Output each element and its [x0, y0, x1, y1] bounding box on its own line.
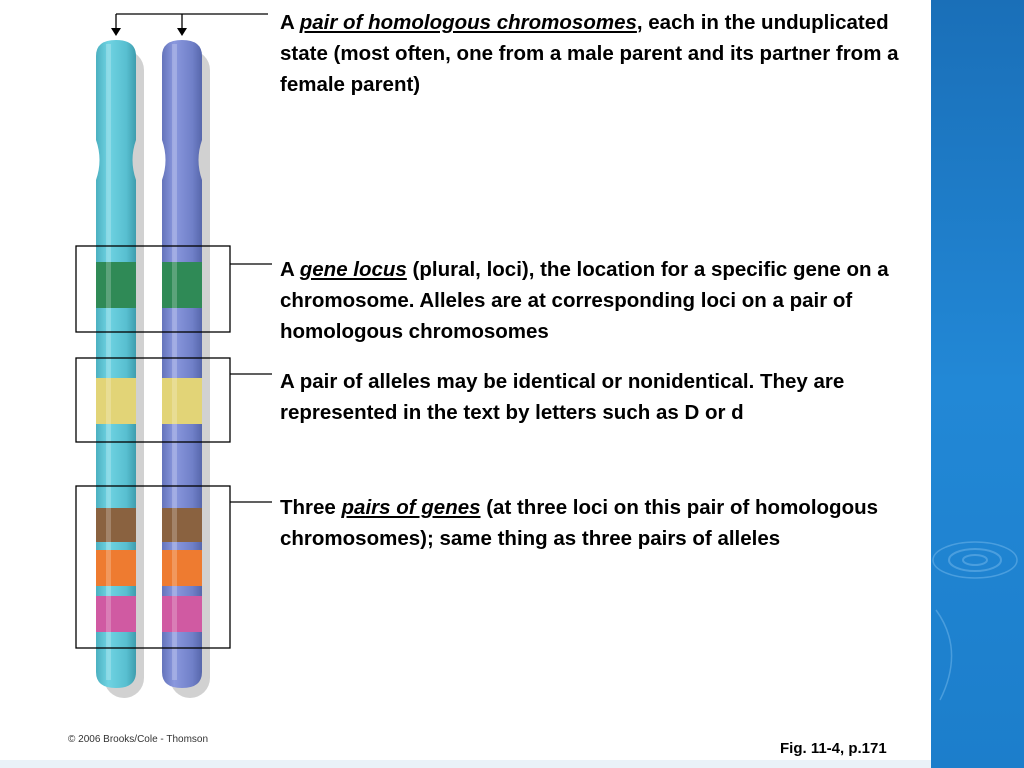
term-gene-locus: gene locus — [299, 258, 407, 281]
pair-arrowheads — [111, 28, 187, 36]
locus-bracket — [75, 245, 272, 333]
band-brown-left — [96, 508, 136, 542]
chromosome-left — [96, 40, 136, 688]
chromosome-right — [162, 40, 202, 688]
caption-alleles-text: A pair of alleles may be identical or no… — [280, 370, 845, 424]
caption-gene-pairs: Three pairs of genes (at three loci on t… — [280, 492, 930, 554]
genes-bracket — [75, 485, 272, 649]
band-pink-left — [96, 596, 136, 632]
side-panel — [931, 0, 1024, 768]
caption-homologous-pair-rest: , each in the unduplicated state (most o… — [280, 11, 899, 96]
term-gene-pairs: pairs of genes — [341, 496, 481, 519]
term-homologous-pair: pair of homologous chromosomes — [299, 11, 637, 34]
band-yellow-right — [162, 378, 202, 424]
pair-pointer — [115, 13, 268, 30]
bottom-strip — [0, 760, 931, 768]
caption-alleles: A pair of alleles may be identical or no… — [280, 366, 930, 428]
caption-homologous-pair-prefix: A — [280, 11, 300, 34]
caption-gene-locus-rest: (plural, loci), the location for a speci… — [280, 258, 889, 343]
caption-gene-locus-prefix: A — [280, 258, 300, 281]
caption-gene-locus: A gene locus (plural, loci), the locatio… — [280, 254, 930, 347]
caption-homologous-pair: A pair of homologous chromosomes, each i… — [280, 7, 930, 100]
band-green-right — [162, 262, 202, 308]
band-orange-left — [96, 550, 136, 586]
band-brown-right — [162, 508, 202, 542]
caption-gene-pairs-rest: (at three loci on this pair of homologou… — [280, 496, 879, 550]
copyright-notice: © 2006 Brooks/Cole - Thomson — [68, 734, 209, 745]
caption-gene-pairs-prefix: Three — [280, 496, 342, 519]
ripple-decoration — [932, 541, 1018, 701]
figure-reference: Fig. 11-4, p.171 — [780, 740, 887, 757]
band-pink-right — [162, 596, 202, 632]
band-green-left — [96, 262, 136, 308]
alleles-bracket — [75, 357, 272, 443]
band-yellow-left — [96, 378, 136, 424]
band-orange-right — [162, 550, 202, 586]
